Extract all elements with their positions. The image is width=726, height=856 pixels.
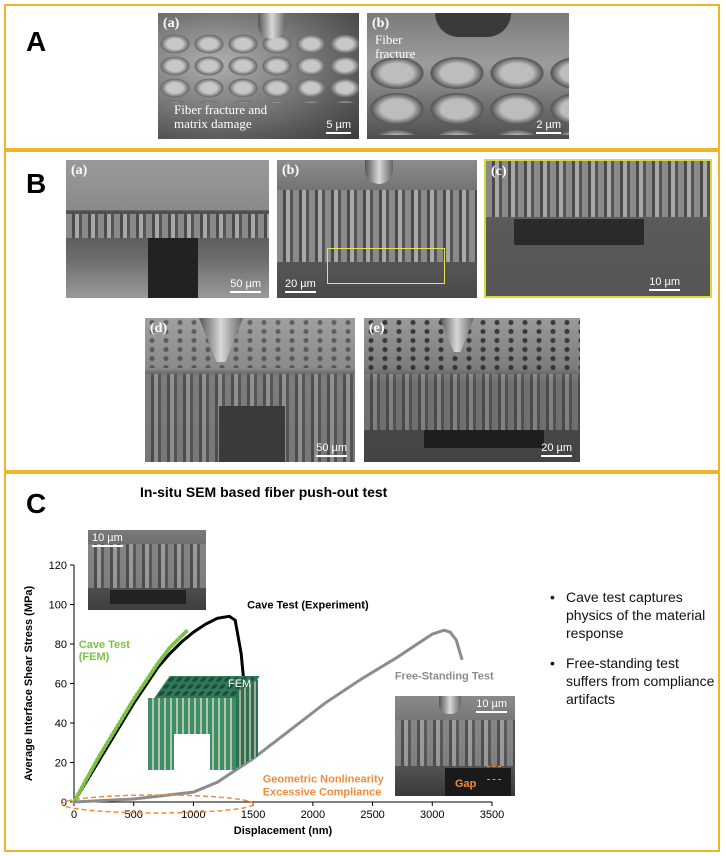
indenter-tip <box>365 160 393 184</box>
y-tick-label: 100 <box>49 600 67 612</box>
y-tick-label: 60 <box>55 679 67 691</box>
fiber-cross-sections <box>367 55 569 135</box>
x-tick-label: 3500 <box>480 809 504 821</box>
y-tick-label: 80 <box>55 639 67 651</box>
fem-label: FEM <box>228 678 252 690</box>
damage-annotation: Fiber fracture and matrix damage <box>174 102 268 131</box>
fem-model: FEM <box>148 676 260 770</box>
cave-cavity <box>424 430 544 448</box>
panel-b <box>4 150 720 472</box>
y-axis-label: Average Interface Shear Stress (MPa) <box>23 586 35 782</box>
indenter-tip <box>439 696 461 714</box>
x-tick-label: 0 <box>71 809 77 821</box>
image-tag: (d) <box>150 321 168 336</box>
series-label-line: Cave Test (Experiment) <box>247 599 369 611</box>
gap-label: Gap <box>455 778 477 790</box>
y-tick-label: 20 <box>55 758 67 770</box>
scale-bar: 5 µm <box>326 119 351 134</box>
cave-cavity <box>219 406 285 462</box>
fiber-layer <box>364 374 580 430</box>
inset-free-standing-sem: Gap 10 µm <box>395 696 515 796</box>
compliance-annotation: Excessive Compliance <box>263 786 382 798</box>
series-label-line: (FEM) <box>79 651 110 663</box>
sem-image-a-b: (b) Fiber fracture 2 µm <box>367 13 569 139</box>
scale-bar: 50 µm <box>230 278 261 293</box>
fiber-layer <box>395 720 515 766</box>
sem-image-b-c: (c) 10 µm <box>484 159 712 298</box>
fracture-annotation: Fiber fracture <box>375 32 416 61</box>
indenter-tip <box>258 13 286 39</box>
fiber-cross-sections <box>158 33 359 103</box>
x-axis-label: Displacement (nm) <box>234 825 333 837</box>
sem-image-b-e: (e) 20 µm <box>364 318 580 462</box>
image-tag: (e) <box>369 321 385 336</box>
image-tag: (c) <box>491 164 507 179</box>
zoom-box <box>327 248 445 284</box>
scale-bar: 10 µm <box>92 532 123 547</box>
series-label: Cave Test (Experiment) <box>247 599 369 611</box>
scale-bar: 20 µm <box>541 442 572 457</box>
gap-region <box>445 768 511 796</box>
fem-side-face <box>236 679 258 769</box>
image-tag: (a) <box>163 16 180 31</box>
fiber-layer <box>277 190 477 262</box>
x-tick-label: 2000 <box>301 809 325 821</box>
image-tag: (b) <box>282 163 300 178</box>
x-tick-label: 2500 <box>360 809 384 821</box>
cave-cavity <box>514 219 644 245</box>
panel-a-label: A <box>26 26 47 57</box>
x-tick-label: 1000 <box>181 809 205 821</box>
x-tick-label: 500 <box>125 809 143 821</box>
sem-image-b-a: (a) 50 µm <box>66 160 269 298</box>
fem-cave <box>174 734 210 770</box>
panel-c-label: C <box>26 488 47 519</box>
fiber-ends <box>364 318 580 374</box>
sem-image-b-d: (d) 50 µm <box>145 318 355 462</box>
image-tag: (a) <box>71 163 88 178</box>
scale-bar: 10 µm <box>649 276 680 291</box>
indenter-tip <box>435 13 511 37</box>
series-label: Cave Test(FEM) <box>79 639 130 663</box>
sem-image-a-a: (a) Fiber fracture and matrix damage 5 µ… <box>158 13 359 139</box>
inset-cave-sem: 10 µm <box>88 530 206 610</box>
series-label: Free-Standing Test <box>395 671 494 683</box>
series-line-cave-fem <box>72 628 190 804</box>
series-line-cave-experiment <box>72 614 246 803</box>
fiber-layer <box>66 214 269 238</box>
fiber-ends <box>145 318 355 368</box>
series-label-line: Cave Test <box>79 639 130 651</box>
y-tick-label: 120 <box>49 560 67 572</box>
sem-image-b-b: (b) 20 µm <box>277 160 477 298</box>
trench <box>148 238 198 298</box>
scale-bar: 10 µm <box>476 698 507 713</box>
scale-bar: 50 µm <box>316 442 347 457</box>
panel-a <box>4 4 720 150</box>
scale-bar: 2 µm <box>536 119 561 134</box>
y-tick-label: 40 <box>55 718 67 730</box>
cave-cavity <box>110 590 186 604</box>
fiber-layer <box>486 161 710 217</box>
panel-c <box>4 472 720 852</box>
fiber-layer <box>88 544 206 588</box>
compliance-annotation: Geometric Nonlinearity <box>263 773 385 785</box>
gap-marker <box>487 766 501 780</box>
image-tag: (b) <box>372 16 390 31</box>
series-line-free-standing <box>73 628 464 804</box>
x-tick-label: 1500 <box>241 809 265 821</box>
conclusion-item: •Free-standing test suffers from complia… <box>550 655 715 707</box>
panel-b-label: B <box>26 168 47 199</box>
conclusion-item: •Cave test captures physics of the mater… <box>550 589 706 641</box>
panel-c-title: In-situ SEM based fiber push-out test <box>140 484 388 500</box>
compliance-ellipse <box>61 794 254 814</box>
scale-bar: 20 µm <box>285 278 316 293</box>
x-tick-label: 3000 <box>420 809 444 821</box>
conclusion-list: •Cave test captures physics of the mater… <box>548 588 718 720</box>
series-label-line: Free-Standing Test <box>395 671 494 683</box>
